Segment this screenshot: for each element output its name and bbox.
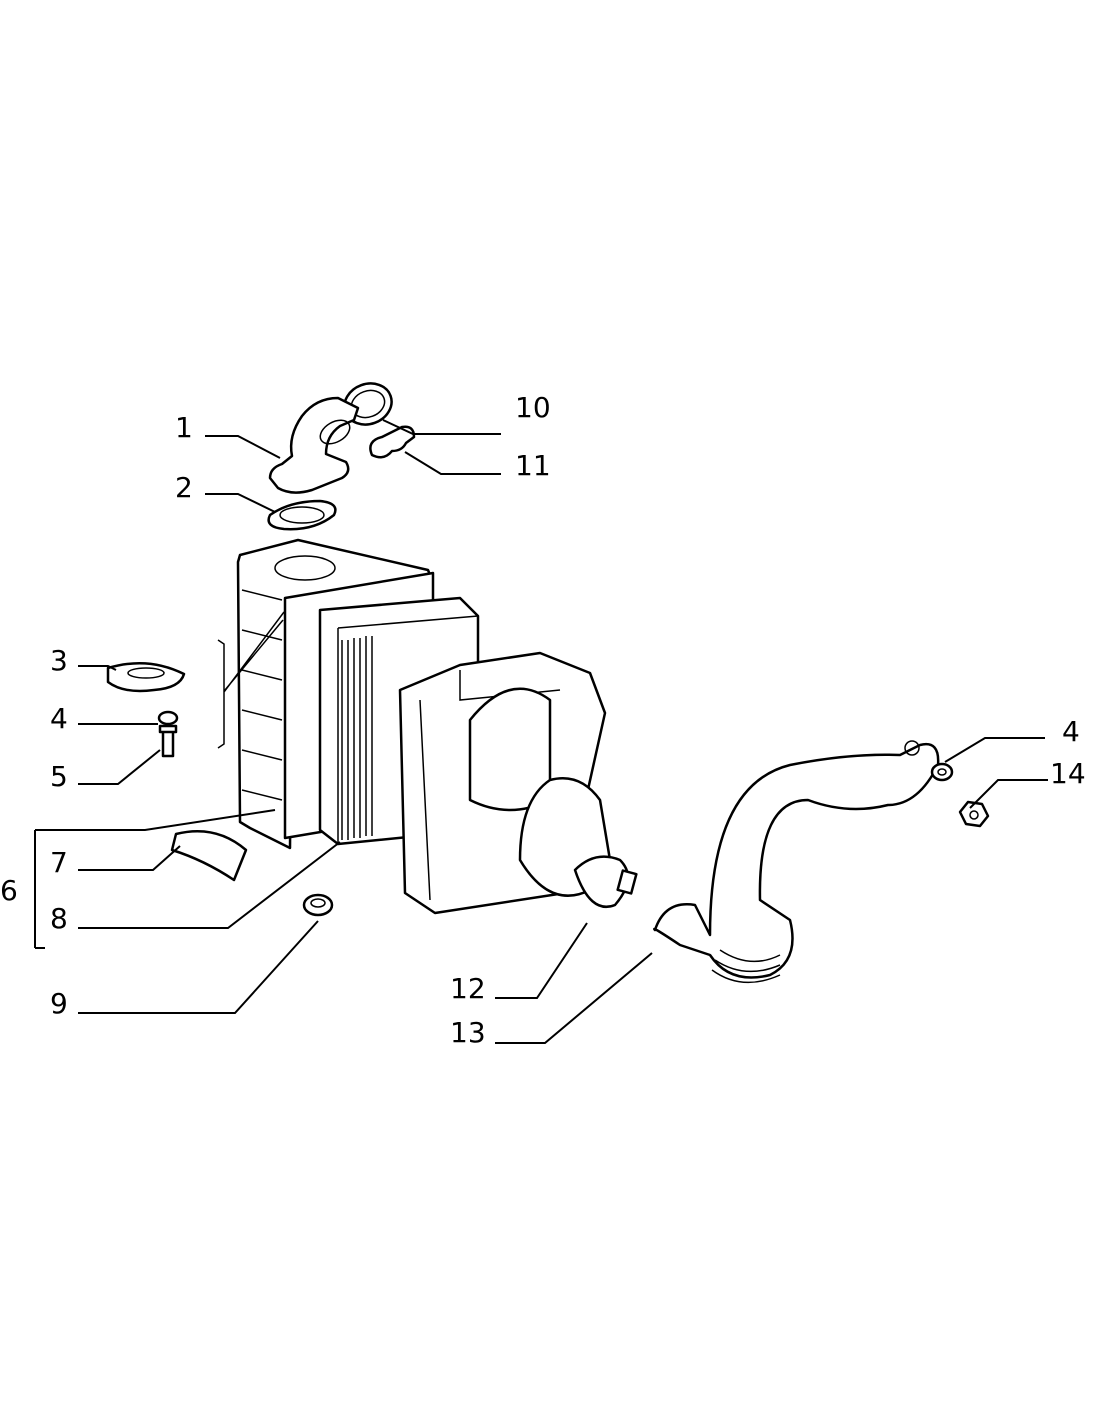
callout-12: 12: [450, 972, 486, 1005]
part-3-flange: [106, 662, 186, 693]
part-12-intake-duct: [518, 777, 638, 908]
part-9-grommet: [302, 893, 334, 917]
callout-10: 10: [515, 391, 551, 424]
callout-7: 7: [50, 846, 68, 879]
callout-13: 13: [450, 1016, 486, 1049]
callout-9: 9: [50, 987, 68, 1020]
callout-3: 3: [50, 644, 68, 677]
callout-2: 2: [175, 471, 193, 504]
part-1-elbow: [268, 396, 360, 494]
callout-5: 5: [50, 760, 68, 793]
part-5-screw: [158, 724, 178, 758]
callout-8: 8: [50, 902, 68, 935]
part-11-clip: [369, 425, 416, 459]
callout-14: 14: [1050, 757, 1086, 790]
part-13-hose: [653, 740, 940, 984]
callout-1: 1: [175, 411, 193, 444]
callout-4-right: 4: [1062, 715, 1080, 748]
part-4-washer: [157, 710, 179, 726]
callout-4-left: 4: [50, 702, 68, 735]
part-7-clip: [170, 830, 248, 882]
callout-11: 11: [515, 449, 551, 482]
part-4-nut-right: [930, 762, 954, 782]
part-2-gasket: [267, 499, 337, 531]
callout-6: 6: [0, 874, 18, 907]
part-14-nut: [958, 800, 990, 828]
leader-lines: [34, 419, 1048, 1044]
